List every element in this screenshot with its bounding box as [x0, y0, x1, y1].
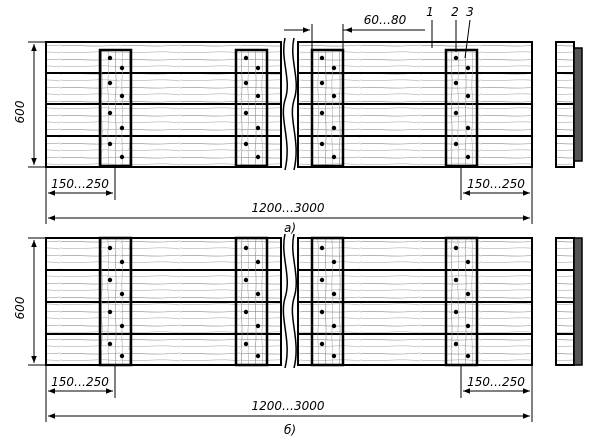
- panel-a-overall-label: 1200…3000: [251, 201, 324, 215]
- panel-b-battens: [98, 236, 479, 367]
- panel-a-section-view: [555, 41, 583, 168]
- panel-a: 600 150…250 150…250 1200…3000: [13, 5, 583, 235]
- panel-b: 600 150…250 150…250 1200…3000 б): [13, 233, 583, 437]
- panel-b-caption: б): [284, 423, 296, 437]
- panel-b-overall-label: 1200…3000: [251, 399, 324, 413]
- panel-b-left-offset-dimension: 150…250: [45, 364, 116, 398]
- panel-b-overall-dimension: 1200…3000: [45, 398, 533, 422]
- panel-a-caption: а): [284, 221, 296, 235]
- panel-a-callouts: 1 2 3: [426, 5, 474, 59]
- panel-b-height-dimension: 600: [13, 237, 46, 366]
- panel-b-nails: [107, 245, 471, 359]
- panel-a-right-offset-label: 150…250: [467, 177, 525, 191]
- panel-a-left-offset-dimension: 150…250: [45, 166, 116, 200]
- panel-a-nails: [107, 55, 471, 160]
- panel-a-overall-dimension: 1200…3000: [45, 200, 533, 224]
- panel-a-gap-label: 60…80: [364, 13, 407, 27]
- panel-a-height-label: 600: [13, 100, 27, 123]
- panel-b-right-offset-dimension: 150…250: [460, 364, 533, 398]
- callout-1: 1: [426, 5, 434, 19]
- panel-a-gap-dimension: 60…80: [284, 13, 425, 50]
- panel-b-section-view: [555, 237, 583, 366]
- panel-b-left-offset-label: 150…250: [51, 375, 109, 389]
- panel-a-left-offset-label: 150…250: [51, 177, 109, 191]
- panel-a-height-dimension: 600: [13, 41, 46, 168]
- panel-a-break-line: [282, 37, 288, 171]
- callout-2: 2: [451, 5, 459, 19]
- panel-a-battens: [98, 48, 479, 168]
- panel-b-break-line: [282, 233, 288, 369]
- panel-b-height-label: 600: [13, 296, 27, 319]
- panel-b-right-offset-label: 150…250: [467, 375, 525, 389]
- callout-3: 3: [466, 5, 474, 19]
- panel-a-right-offset-dimension: 150…250: [460, 166, 533, 200]
